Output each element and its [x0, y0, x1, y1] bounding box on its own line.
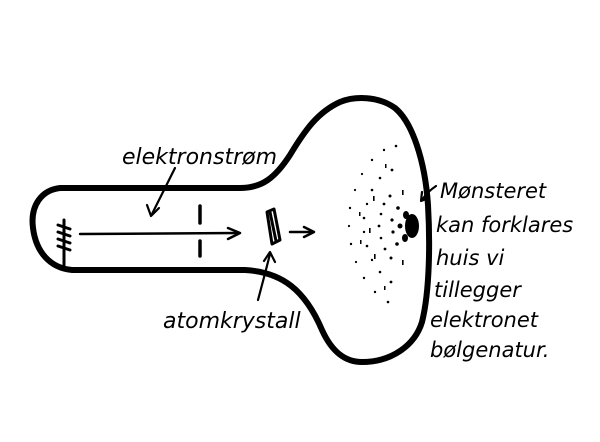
note-line-4: tillegger — [434, 278, 522, 302]
atom-crystal-leader — [256, 252, 272, 302]
electron-stream-leader — [150, 166, 177, 216]
note-line-6: bølgenatur. — [430, 338, 549, 362]
electron-stream-label: elektronstrøm — [122, 145, 277, 170]
pattern-leader — [420, 184, 438, 202]
atom-crystal — [265, 207, 282, 246]
note-line-3: huis vi — [436, 246, 504, 270]
tube-outline — [29, 95, 433, 365]
atom-crystal-label: atomkrystall — [163, 309, 301, 334]
note-line-5: elektronet — [430, 308, 539, 332]
electron-stream-leader-head — [145, 203, 161, 218]
pattern-leader-head — [419, 190, 431, 203]
diffraction-pattern — [347, 144, 419, 304]
scattered-beam-arrow — [288, 225, 316, 239]
note-line-2: kan forklares — [436, 213, 573, 237]
electron-beam-arrow — [78, 226, 242, 241]
note-line-1: Mønsteret — [440, 179, 547, 203]
explanation-note: Mønsteret kan forklares huis vi tillegge… — [430, 179, 573, 362]
cathode-filament — [56, 218, 72, 270]
atom-crystal-leader-head — [262, 250, 277, 264]
